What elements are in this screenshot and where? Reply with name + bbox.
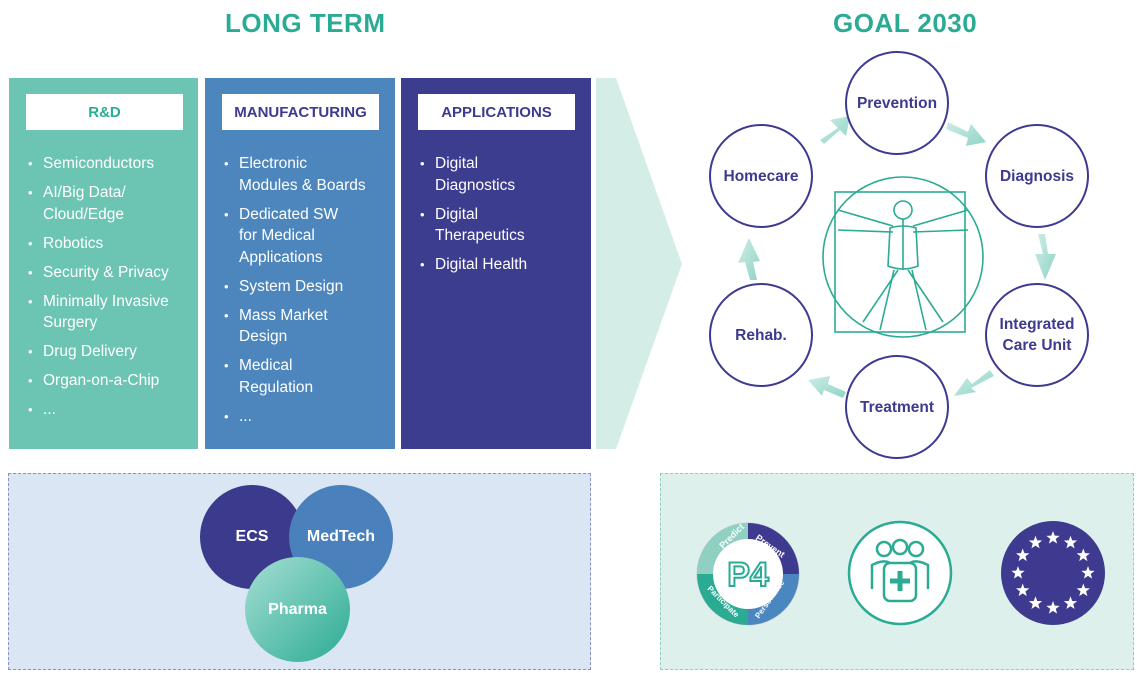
list-item: Security & Privacy [25, 262, 190, 284]
eu-star [1063, 535, 1078, 549]
column-applications-list: Digital DiagnosticsDigital TherapeuticsD… [417, 153, 583, 283]
list-item: Organ-on-a-Chip [25, 370, 190, 392]
column-applications: APPLICATIONS Digital DiagnosticsDigital … [401, 78, 591, 449]
list-item: Semiconductors [25, 153, 190, 175]
list-item: Digital Health [417, 254, 583, 276]
eu-star [1011, 566, 1025, 579]
eu-star [1076, 548, 1090, 562]
eu-star [1076, 583, 1090, 597]
care-team-icon [847, 520, 953, 626]
list-item: ... [25, 399, 190, 421]
eu-star [1081, 566, 1095, 579]
column-manufacturing: MANUFACTURING Electronic Modules & Board… [205, 78, 395, 449]
p4-center-label: P4 [727, 556, 769, 594]
list-item: Digital Therapeutics [417, 204, 583, 247]
cycle-node-integrated-care-unit: Integrated Care Unit [985, 283, 1089, 387]
list-item: Medical Regulation [221, 355, 387, 398]
cycle-arrows [738, 116, 1056, 398]
goal-2030-heading: GOAL 2030 [833, 8, 978, 38]
cycle-node-rehab: Rehab. [709, 283, 813, 387]
cycle-node-homecare: Homecare [709, 124, 813, 228]
list-item: Dedicated SW for Medical Applications [221, 204, 387, 269]
venn-pharma: Pharma [245, 557, 350, 662]
column-manufacturing-list: Electronic Modules & BoardsDedicated SW … [221, 153, 387, 435]
list-item: ... [221, 406, 387, 428]
long-term-heading: LONG TERM [225, 8, 386, 38]
list-item: Robotics [25, 233, 190, 255]
list-item: AI/Big Data/ Cloud/Edge [25, 182, 190, 225]
vitruvian-man-icon [822, 176, 984, 338]
eu-star [1016, 583, 1030, 597]
list-item: Digital Diagnostics [417, 153, 583, 196]
eu-star [1028, 596, 1043, 609]
list-item: Minimally Invasive Surgery [25, 291, 190, 334]
list-item: Electronic Modules & Boards [221, 153, 387, 196]
list-item: Drug Delivery [25, 341, 190, 363]
chevron-arrow [596, 78, 682, 449]
eu-star [1063, 596, 1078, 609]
column-rnd-list: SemiconductorsAI/Big Data/ Cloud/EdgeRob… [25, 153, 190, 428]
cycle-node-treatment: Treatment [845, 355, 949, 459]
eu-star [1028, 535, 1043, 549]
cycle-node-diagnosis: Diagnosis [985, 124, 1089, 228]
list-item: Mass Market Design [221, 305, 387, 348]
column-manufacturing-title: MANUFACTURING [222, 94, 379, 130]
column-applications-title: APPLICATIONS [418, 94, 575, 130]
eu-star [1046, 601, 1060, 614]
eu-flag-icon [1001, 521, 1105, 625]
p4-icon: Predict Prevent Participate Personalize … [696, 522, 800, 626]
column-rnd-title: R&D [26, 94, 183, 130]
column-rnd: R&D SemiconductorsAI/Big Data/ Cloud/Edg… [9, 78, 198, 449]
list-item: System Design [221, 276, 387, 298]
eu-star [1046, 531, 1060, 544]
cycle-node-prevention: Prevention [845, 51, 949, 155]
eu-star [1016, 548, 1030, 562]
